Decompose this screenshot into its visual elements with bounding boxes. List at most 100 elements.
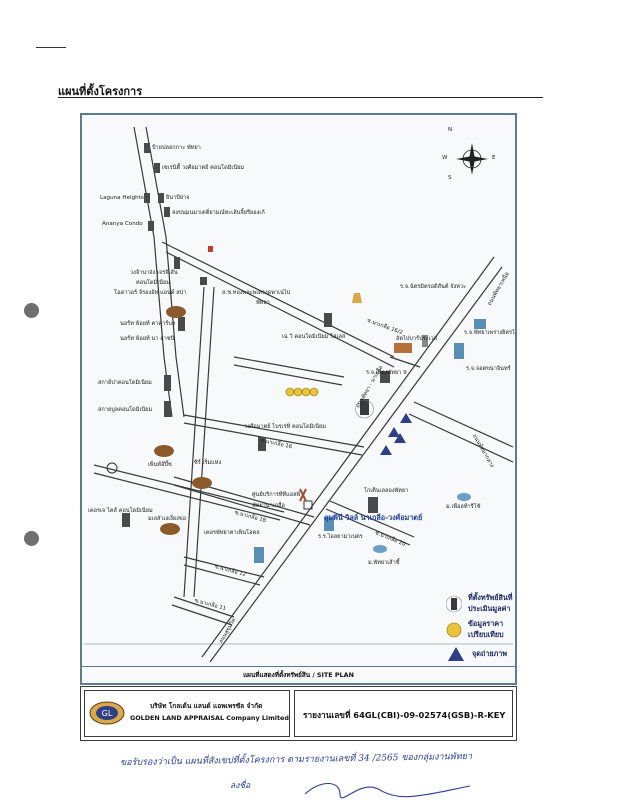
label-pattaya-center-hotel: เคอรพัทยาคาเพ็นโฮคล: [204, 530, 260, 536]
misc-icons: [106, 246, 471, 553]
legend-photo-point: จุดถ่ายภาพ: [446, 645, 507, 663]
building-icon: [164, 207, 170, 217]
footer-box: [80, 686, 517, 741]
label-sky-condo: สกายบูลคอนโดมิเนียม: [98, 407, 153, 413]
label-ocean-condo: เฉ วิ คอนโดมิเนียม โฮเลส: [282, 334, 346, 340]
label-nam-school: ร.ร.ไอลยามาเนตร: [318, 534, 363, 540]
label-pattaya-police: พัทยา: [256, 300, 270, 306]
compass-rose: [456, 143, 488, 175]
building-icon: [380, 371, 390, 383]
binder-hole-top: [24, 303, 39, 318]
compass-south: S: [448, 175, 452, 181]
building-icon: [422, 335, 428, 347]
site-map: N S E W ป้ายปลอกกาะ พัทยา เซเรนิตี้ วงศ์…: [84, 117, 515, 665]
label-amata: อัตไปบาร์ประเวส: [396, 336, 438, 342]
label-wat-naklua: ม.เพือลท์ารีโซ้: [446, 504, 481, 510]
road-naklua-2: [209, 266, 503, 663]
handwritten-certification: ขอรับรองว่าเป็น แผนที่สังเขปที่ตั้งโครงก…: [119, 751, 473, 769]
building-markers: [122, 143, 486, 563]
road-soi-18-2: [173, 484, 311, 526]
label-condo-paradise: ซิร์ เริ่มแห่ง: [194, 460, 222, 466]
label-condo: คอนโดมิเนียม: [136, 280, 170, 286]
road-soi-10-2: [233, 364, 343, 386]
building-icon: [200, 277, 207, 285]
road-west-vertical-2: [145, 126, 185, 418]
road-soi-11-2: [171, 604, 233, 626]
label-lumpini-naklua: โกเต็นเลลองพัทยา: [364, 488, 409, 494]
building-icon: [164, 401, 171, 417]
road-network: [93, 126, 514, 663]
compass-east: E: [492, 155, 496, 161]
road-soi-12-1: [183, 556, 265, 578]
label-lumpini-school: มเลลัวเงเงี่ยงขอ: [148, 516, 187, 522]
road-west-connector-2: [93, 472, 281, 521]
label-police-hospital: ร.จ.ฉัตรมิตรอดิสันต์ จังหวะ: [400, 284, 467, 290]
road-soi-20-2: [325, 508, 411, 546]
label-pattaya-hospital: ร.จ.พัทยาเพรางยิตรไ: [464, 330, 515, 336]
label-naklua-market: พัทยานาเกลือ: [252, 503, 285, 509]
label-central-naklua: ศูนย์บริการทีทีแอลพี: [252, 492, 301, 498]
label-wat-somboon: วงจ้านาจ๋ง เจรจิเส้น: [130, 270, 178, 276]
footer-company-box: [84, 690, 290, 737]
footer-report-box: [294, 690, 513, 737]
legend-subject: ที่ตั้งทรัพย์สินที่ประเมินมูลค่า: [446, 593, 513, 615]
road-naklua-1: [201, 256, 495, 658]
building-icon: [324, 517, 334, 531]
building-icon: [144, 143, 150, 153]
top-dash: [36, 47, 66, 48]
subject-marker: [355, 399, 374, 419]
report-number: รายงานเลขที่ 64GL(CBI)-09-02574(GSB)-R-K…: [303, 710, 506, 720]
title-rule: [58, 97, 543, 98]
road-soi-11-1: [173, 596, 235, 618]
subject-icon: [446, 595, 462, 613]
building-icon: [148, 221, 154, 231]
building-icon: [178, 317, 185, 331]
road-soi-16-2: [183, 422, 363, 456]
road-inner-vertical-1: [183, 286, 205, 598]
building-icon: [324, 313, 332, 327]
legend-subject-label: ที่ตั้งทรัพย์สินที่ประเมินมูลค่า: [468, 593, 513, 613]
road-soi-10-1: [233, 356, 345, 378]
label-restaurant: เพ็นท์อ๊ปั๊ซ: [148, 462, 172, 468]
photo-point-markers: [380, 413, 412, 455]
company-name-th: บริษัท โกลเด้น แลนด์ แอพเพรซัล จำกัด: [150, 702, 263, 710]
building-icon: [154, 163, 160, 173]
legend-comparable: ข้อมูลราคาเปรียบเทียบ: [446, 619, 513, 641]
label-naklua-hospital: ร.จ.จอตขนาจินทร์: [466, 366, 511, 372]
map-caption: แผนที่แสดงที่ตั้งทรัพย์สิน / SITE PLAN: [80, 666, 517, 684]
legend-photo-point-label: จุดถ่ายภาพ: [472, 648, 507, 658]
signature-label: ลงชื่อ: [230, 781, 251, 791]
building-icon: [474, 319, 486, 329]
road-soi-20-1: [329, 500, 415, 538]
building-icon: [158, 193, 164, 203]
building-icon: [303, 500, 313, 510]
label-ananya-condo: Ananya Condo: [102, 221, 143, 227]
building-icon: [174, 257, 180, 269]
road-beach-1: [413, 401, 514, 448]
label-norm-patong-1: นอร์ท พ้อยท์ คาคาร์บล: [120, 321, 176, 327]
building-icon: [254, 547, 264, 563]
building-icon: [144, 193, 150, 203]
compass-west: W: [442, 155, 448, 161]
building-icon: [368, 497, 378, 513]
label-serene-condo: เซเรนิตี้ วงศ์อมาตย์ คอนโดมิเนียม: [162, 165, 245, 171]
label-living-condo: เคอรเจ ไคส์ คอนโดมิเนียม: [88, 508, 153, 514]
label-pattaya-north: ม.พัทยาเส้าชี้: [368, 560, 400, 566]
binder-hole-bottom: [24, 531, 39, 546]
road-west-connector-1: [93, 464, 285, 513]
label-ladee-resort: โฉดาวอร์ จ์รองอ้ท แอนด์ สปา: [114, 290, 187, 296]
road-inner-vertical-2: [193, 286, 215, 598]
road-diagonal-north-2: [165, 251, 395, 368]
road-soi-16-1: [183, 414, 365, 448]
compass-north: N: [448, 127, 453, 133]
label-sabai-condo: สกาย์ปาคอนโดมิเนียม: [98, 380, 152, 386]
label-pattaya-airport: ป้ายปลอกกาะ พัทยา: [152, 145, 201, 151]
map-frame: [80, 113, 517, 685]
building-icon: [164, 375, 171, 391]
photo-point-icon: [446, 645, 466, 663]
label-norm-patong-2: นอร์ท พ้อยท์ นา ลาชนิ: [120, 336, 175, 342]
label-pattaya-station: ลงขนมนมาเตติ่ยามณ์ทะเล้นจิ้ยรียองเก้: [172, 210, 265, 216]
label-stay-condo: ยินาบีย่าจ: [166, 195, 190, 201]
label-wong-amat-ref: วงศ์อมาตย์ ไบรเร่ทิ คอนโดมิเนียม: [244, 424, 326, 430]
section-title: แผนที่ตั้งโครงการ: [58, 85, 143, 98]
